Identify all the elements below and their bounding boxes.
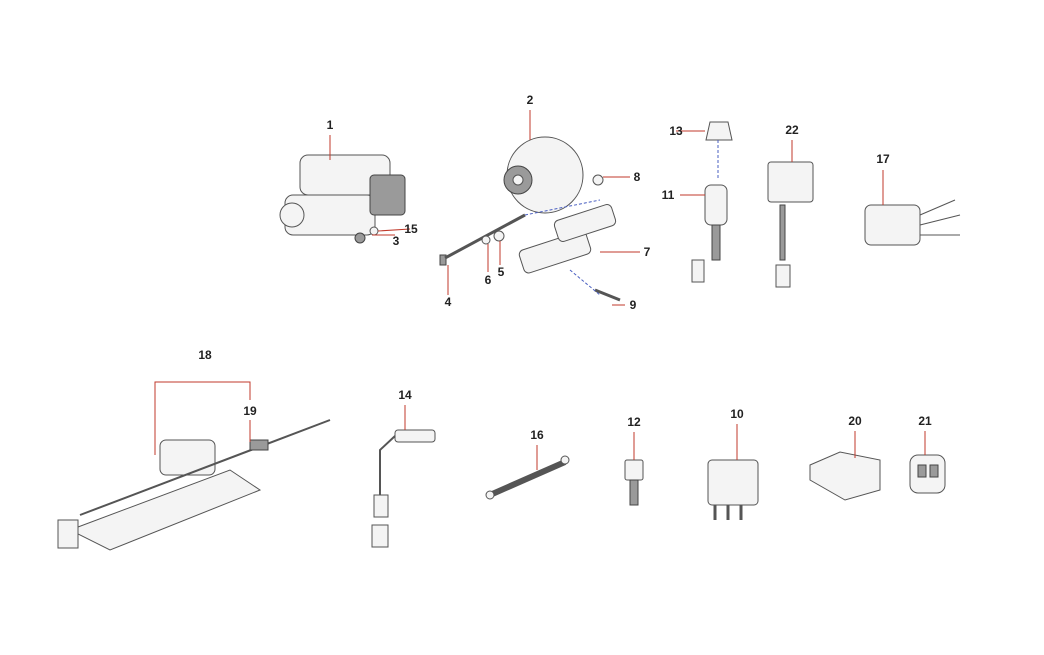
callout-5: 5 [497, 265, 505, 279]
callout-3: 3 [392, 234, 400, 248]
callout-18: 18 [198, 348, 212, 362]
glow-plug-14-part [371, 429, 436, 548]
callout-15: 15 [404, 222, 418, 236]
cable-assembly-18-part [57, 419, 331, 551]
relay-10-part [707, 459, 759, 520]
callout-19: 19 [243, 404, 257, 418]
washer-5-part [493, 230, 505, 242]
sensor-11-part [691, 184, 728, 283]
callout-16: 16 [530, 428, 544, 442]
temp-sensor-12-part [624, 459, 644, 506]
callout-6: 6 [484, 273, 492, 287]
relay-20-part [809, 451, 881, 501]
callout-9: 9 [629, 298, 637, 312]
nut-3-part [354, 232, 366, 244]
callout-13: 13 [669, 124, 683, 138]
callout-1: 1 [326, 118, 334, 132]
cap-13-part [705, 121, 733, 141]
bracket-7-part [518, 204, 617, 274]
alternator-part [503, 136, 584, 214]
washer-15-part [369, 226, 379, 236]
callout-14: 14 [398, 388, 412, 402]
relay-17-part [864, 199, 961, 246]
callout-10: 10 [730, 407, 744, 421]
connector-21-part [909, 454, 946, 494]
bolt-4-head [439, 254, 447, 266]
callout-8: 8 [633, 170, 641, 184]
callout-22: 22 [785, 123, 799, 137]
callout-21: 21 [918, 414, 932, 428]
bolt-9-part [594, 288, 621, 302]
callout-4: 4 [444, 295, 452, 309]
nut-8-part [592, 174, 604, 186]
callout-11: 11 [661, 188, 675, 202]
washer-6-part [481, 235, 491, 245]
control-module-22-part [767, 161, 814, 288]
callout-12: 12 [627, 415, 641, 429]
callout-20: 20 [848, 414, 862, 428]
heater-16-part [485, 455, 570, 500]
callout-7: 7 [643, 245, 651, 259]
starter-motor-part [279, 154, 406, 236]
callout-17: 17 [876, 152, 890, 166]
callout-2: 2 [526, 93, 534, 107]
